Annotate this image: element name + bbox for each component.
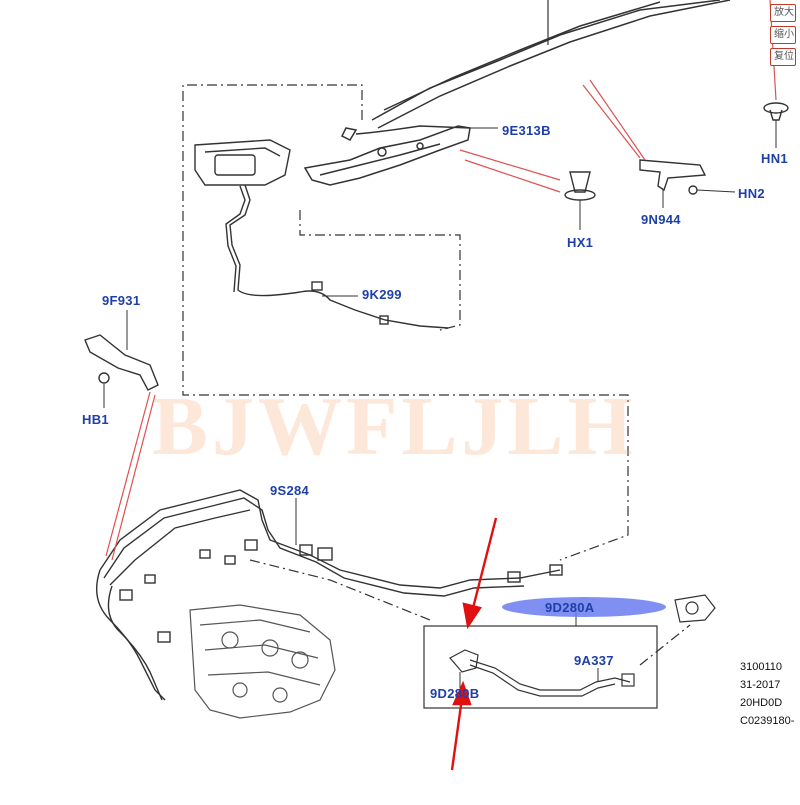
bracket-9n944 <box>639 159 736 208</box>
fastener-hn2 <box>688 185 698 195</box>
fuel-line-9a337 <box>469 659 631 691</box>
doc-info-line: C0239180- <box>740 715 795 727</box>
inset-frame <box>423 625 658 709</box>
callout-9k299[interactable]: 9K299 <box>362 287 402 302</box>
bracket-9f931 <box>84 310 159 408</box>
boundary-right <box>639 624 691 666</box>
highlight-9d280a <box>502 597 666 617</box>
doc-info-line: 3100110 <box>740 661 783 673</box>
callout-hb1[interactable]: HB1 <box>82 412 109 427</box>
inset-box <box>423 594 716 709</box>
callout-9n944[interactable]: 9N944 <box>641 212 681 227</box>
bracket-9e313b <box>303 125 471 186</box>
boundary-upper <box>182 84 629 561</box>
callout-9e313b[interactable]: 9E313B <box>502 123 551 138</box>
zoom-out-button[interactable]: 缩小 <box>770 26 796 44</box>
arrow-lower <box>450 697 464 771</box>
arrow-upper <box>470 517 498 613</box>
callout-hx1[interactable]: HX1 <box>567 235 594 250</box>
purge-valve <box>674 594 716 623</box>
harness-9s284 <box>96 489 563 701</box>
callout-9d280b[interactable]: 9D280B <box>430 686 480 701</box>
wiper-arm <box>371 0 721 121</box>
callout-9a337[interactable]: 9A337 <box>574 653 614 668</box>
doc-info-line: 31-2017 <box>740 679 781 691</box>
document-info: 3100110 31-2017 20HD0D C0239180- <box>740 658 800 730</box>
connector-9d280b <box>449 649 479 673</box>
callout-hn1[interactable]: HN1 <box>761 151 788 166</box>
clip-hx1 <box>564 171 596 230</box>
dashed-boundaries <box>182 84 691 666</box>
bolt-hb1 <box>98 372 110 384</box>
top-bracket-assembly <box>303 0 731 186</box>
zoom-toolbar: 放大 缩小 复位 <box>770 0 800 66</box>
canister-hose-9k299 <box>194 139 449 329</box>
callout-9d280a[interactable]: 9D280A <box>545 600 595 615</box>
canister <box>194 139 291 186</box>
callout-9s284[interactable]: 9S284 <box>270 483 310 498</box>
fastener-hn1 <box>763 102 789 148</box>
callout-9f931[interactable]: 9F931 <box>102 293 141 308</box>
intake-manifold <box>189 604 336 719</box>
zoom-in-button[interactable]: 放大 <box>770 4 796 22</box>
boundary-lower <box>249 559 431 621</box>
reset-view-button[interactable]: 复位 <box>770 48 796 66</box>
boundary-inner <box>299 210 461 331</box>
red-arrows <box>450 517 498 771</box>
callout-hn2[interactable]: HN2 <box>738 186 765 201</box>
doc-info-line: 20HD0D <box>740 697 783 709</box>
